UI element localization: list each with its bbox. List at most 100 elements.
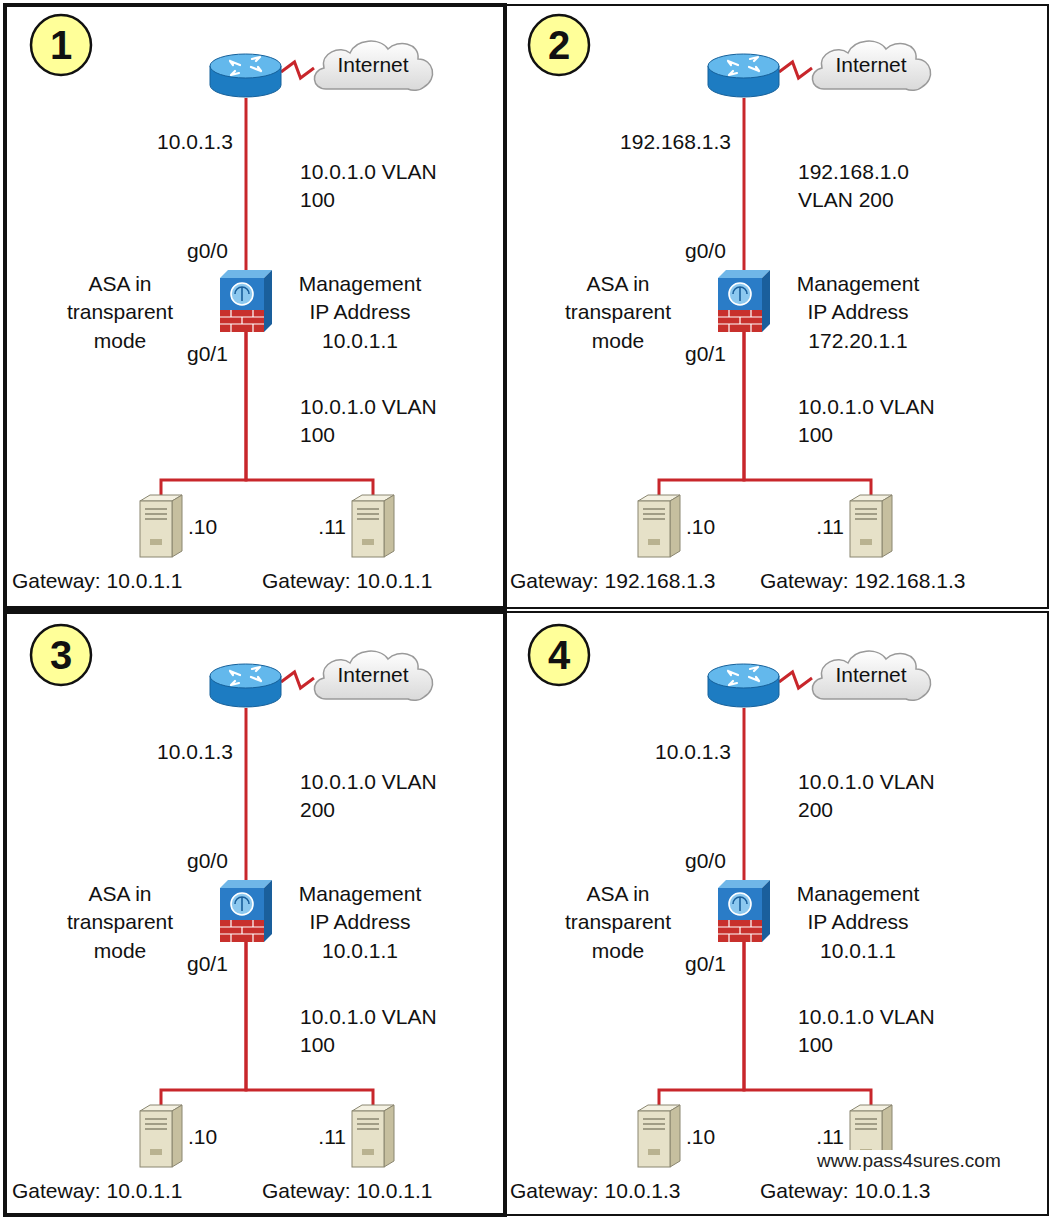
gateway-label: Gateway: 10.0.1.1 bbox=[262, 1177, 432, 1205]
firewall-icon bbox=[220, 880, 272, 942]
host-address: .11 bbox=[318, 1123, 346, 1151]
host-address: .11 bbox=[318, 513, 346, 541]
callout-number: 4 bbox=[526, 622, 592, 688]
host-address: .11 bbox=[816, 1123, 844, 1151]
cloud-label: Internet bbox=[337, 661, 408, 689]
host-address: .11 bbox=[816, 513, 844, 541]
management-ip: Management IP Address 10.0.1.1 bbox=[788, 880, 928, 965]
mode-label: ASA in transparent mode bbox=[543, 880, 693, 965]
subnet-label: 10.0.1.0 VLAN 200 bbox=[798, 768, 938, 825]
ip-address: 192.168.1.3 bbox=[620, 128, 731, 156]
firewall-icon bbox=[220, 270, 272, 332]
subnet-label: 10.0.1.0 VLAN 200 bbox=[300, 768, 440, 825]
server-icon bbox=[850, 495, 892, 557]
internet-cloud: Internet bbox=[806, 645, 936, 705]
watermark: www.pass4sures.com bbox=[815, 1150, 1003, 1172]
router-icon bbox=[706, 662, 781, 710]
server-node: .10Gateway: 192.168.1.3 bbox=[638, 495, 680, 557]
router-icon bbox=[208, 662, 283, 710]
network-link bbox=[659, 332, 744, 495]
server-icon bbox=[638, 1105, 680, 1167]
subnet-label: 192.168.1.0 VLAN 200 bbox=[798, 158, 938, 215]
network-link bbox=[245, 98, 248, 270]
mode-label: ASA in transparent mode bbox=[45, 880, 195, 965]
network-link bbox=[161, 332, 246, 495]
callout-number: 3 bbox=[28, 622, 94, 688]
server-node: .11Gateway: 192.168.1.3 bbox=[850, 495, 892, 557]
network-link bbox=[659, 942, 744, 1105]
server-icon bbox=[638, 495, 680, 557]
interface-name: g0/1 bbox=[187, 340, 228, 368]
server-icon bbox=[140, 1105, 182, 1167]
interface-name: g0/1 bbox=[685, 950, 726, 978]
callout-number: 1 bbox=[28, 12, 94, 78]
network-link bbox=[161, 942, 246, 1105]
asa-firewall: g0/0ASA in transparent modeManagement IP… bbox=[220, 880, 272, 942]
gateway-label: Gateway: 10.0.1.1 bbox=[12, 567, 182, 595]
interface-name: g0/1 bbox=[187, 950, 228, 978]
subnet-label: 10.0.1.0 VLAN 100 bbox=[300, 158, 440, 215]
host-address: .10 bbox=[686, 513, 715, 541]
server-node: .10Gateway: 10.0.1.3 bbox=[638, 1105, 680, 1167]
network-link bbox=[743, 708, 746, 880]
asa-firewall: g0/0ASA in transparent modeManagement IP… bbox=[718, 880, 770, 942]
management-ip: Management IP Address 10.0.1.1 bbox=[290, 270, 430, 355]
mode-label: ASA in transparent mode bbox=[45, 270, 195, 355]
gateway-label: Gateway: 10.0.1.1 bbox=[12, 1177, 182, 1205]
internet-cloud: Internet bbox=[806, 35, 936, 95]
router-node: 192.168.1.3 bbox=[706, 52, 781, 100]
callout-number: 4 bbox=[548, 635, 570, 675]
firewall-icon bbox=[718, 880, 770, 942]
callout-number: 2 bbox=[526, 12, 592, 78]
router-node: 10.0.1.3 bbox=[208, 52, 283, 100]
callout-number: 1 bbox=[50, 25, 72, 65]
panel-frame bbox=[5, 612, 505, 1215]
router-node: 10.0.1.3 bbox=[208, 662, 283, 710]
firewall-icon bbox=[718, 270, 770, 332]
interface-name: g0/0 bbox=[187, 237, 228, 265]
panel-frame bbox=[505, 612, 1048, 1215]
gateway-label: Gateway: 10.0.1.1 bbox=[262, 567, 432, 595]
cloud-label: Internet bbox=[337, 51, 408, 79]
management-ip: Management IP Address 10.0.1.1 bbox=[290, 880, 430, 965]
network-link bbox=[281, 62, 314, 78]
network-link bbox=[779, 672, 812, 688]
router-node: 10.0.1.3 bbox=[706, 662, 781, 710]
network-link bbox=[743, 98, 746, 270]
management-ip: Management IP Address 172.20.1.1 bbox=[788, 270, 928, 355]
subnet-label: 10.0.1.0 VLAN 100 bbox=[300, 1003, 440, 1060]
ip-address: 10.0.1.3 bbox=[655, 738, 731, 766]
network-link bbox=[779, 62, 812, 78]
router-icon bbox=[208, 52, 283, 100]
server-node: .11Gateway: 10.0.1.1 bbox=[352, 495, 394, 557]
gateway-label: Gateway: 10.0.1.3 bbox=[760, 1177, 930, 1205]
host-address: .10 bbox=[188, 1123, 217, 1151]
internet-cloud: Internet bbox=[308, 35, 438, 95]
cloud-label: Internet bbox=[835, 51, 906, 79]
callout-number: 2 bbox=[548, 25, 570, 65]
host-address: .10 bbox=[686, 1123, 715, 1151]
subnet-label: 10.0.1.0 VLAN 100 bbox=[798, 1003, 938, 1060]
subnet-label: 10.0.1.0 VLAN 100 bbox=[798, 393, 938, 450]
asa-firewall: g0/0ASA in transparent modeManagement IP… bbox=[220, 270, 272, 332]
gateway-label: Gateway: 192.168.1.3 bbox=[760, 567, 965, 595]
server-node: .10Gateway: 10.0.1.1 bbox=[140, 1105, 182, 1167]
host-address: .10 bbox=[188, 513, 217, 541]
ip-address: 10.0.1.3 bbox=[157, 128, 233, 156]
server-icon bbox=[352, 495, 394, 557]
server-node: .11Gateway: 10.0.1.1 bbox=[352, 1105, 394, 1167]
panel-frame bbox=[505, 5, 1048, 608]
internet-cloud: Internet bbox=[308, 645, 438, 705]
subnet-label: 10.0.1.0 VLAN 100 bbox=[300, 393, 440, 450]
gateway-label: Gateway: 10.0.1.3 bbox=[510, 1177, 680, 1205]
interface-name: g0/0 bbox=[187, 847, 228, 875]
router-icon bbox=[706, 52, 781, 100]
callout-number: 3 bbox=[50, 635, 72, 675]
server-node: .10Gateway: 10.0.1.1 bbox=[140, 495, 182, 557]
gateway-label: Gateway: 192.168.1.3 bbox=[510, 567, 715, 595]
panel-frame bbox=[5, 5, 505, 608]
server-icon bbox=[140, 495, 182, 557]
ip-address: 10.0.1.3 bbox=[157, 738, 233, 766]
interface-name: g0/0 bbox=[685, 847, 726, 875]
